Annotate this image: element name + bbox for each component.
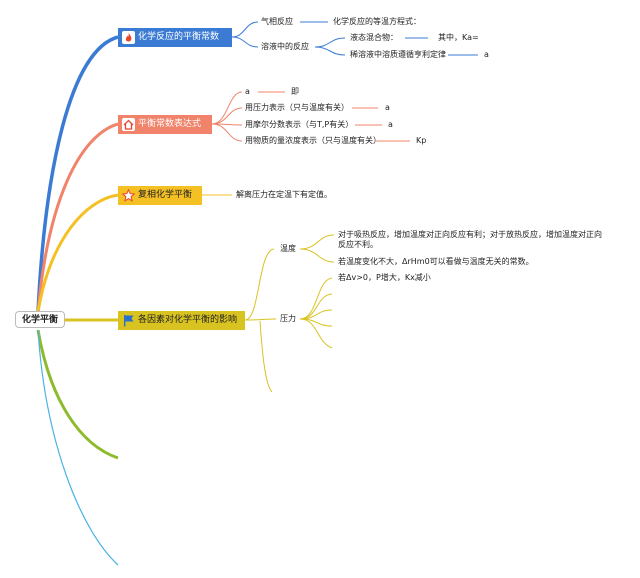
topic-temperature-effect[interactable]: 对于吸热反应，增加温度对正向反应有利；对于放热反应，增加温度对正向反应不利。	[338, 230, 602, 249]
topic-mole-fraction-expression[interactable]: 用摩尔分数表示（与T,P有关）	[245, 120, 354, 129]
branch-label: 各因素对化学平衡的影响	[138, 315, 238, 325]
star-icon	[121, 188, 136, 202]
branch-line-2	[36, 122, 119, 313]
topic-temperature[interactable]: 温度	[280, 244, 296, 253]
topic-gas-reaction[interactable]: 气相反应	[261, 17, 293, 26]
branch-line-1	[36, 35, 119, 313]
fire-icon	[122, 31, 135, 44]
topic-pressure-expression[interactable]: 用压力表示（只与温度有关）	[245, 103, 349, 112]
topic-activity-expression[interactable]: a	[245, 87, 250, 96]
topic-that-is[interactable]: 即	[291, 87, 299, 96]
root-topic[interactable]: 化学平衡	[15, 311, 65, 328]
topic-pressure-effect[interactable]: 若Δv>0，P增大，Kx减小	[338, 273, 431, 282]
topic-isotherm-equation[interactable]: 化学反应的等温方程式：	[333, 17, 421, 26]
topic-dissociation-pressure[interactable]: 解离压力在定温下有定值。	[236, 190, 332, 199]
branch-node-heterogeneous-equilibrium[interactable]: 复相化学平衡	[118, 186, 202, 205]
home-icon	[122, 118, 135, 131]
topic-dilute-solution[interactable]: 稀溶液中溶质遵循亨利定律	[350, 50, 446, 59]
topic-solution-reaction[interactable]: 溶液中的反应	[261, 42, 309, 51]
branch-label: 化学反应的平衡常数	[138, 32, 220, 42]
branch-label: 平衡常数表达式	[138, 119, 202, 129]
flag-icon	[122, 314, 135, 327]
topic-concentration-expression[interactable]: 用物质的量浓度表示（只与温度有关）	[245, 136, 381, 145]
branch-line-3	[36, 193, 119, 313]
branch-node-constant-expression[interactable]: 平衡常数表达式	[118, 115, 212, 134]
topic-mole-fraction-value[interactable]: a	[388, 120, 393, 129]
branch-node-factors[interactable]: 各因素对化学平衡的影响	[118, 311, 245, 330]
topic-dilute-activity[interactable]: a	[484, 50, 489, 59]
branch-label: 复相化学平衡	[138, 190, 193, 200]
topic-pressure-value[interactable]: a	[385, 103, 390, 112]
topic-kp[interactable]: Kp	[416, 136, 427, 145]
topic-liquid-mixture[interactable]: 液态混合物：	[350, 33, 398, 42]
branch-node-equilibrium-constant[interactable]: 化学反应的平衡常数	[118, 28, 232, 47]
topic-enthalpy-constant[interactable]: 若温度变化不大，ΔrHm0可以看做与温度无关的常数。	[338, 257, 534, 266]
topic-pressure[interactable]: 压力	[280, 314, 296, 323]
topic-ka-definition[interactable]: 其中，Ka=	[438, 33, 479, 42]
branch-line-6	[37, 329, 119, 566]
branch-line-5	[36, 329, 119, 460]
